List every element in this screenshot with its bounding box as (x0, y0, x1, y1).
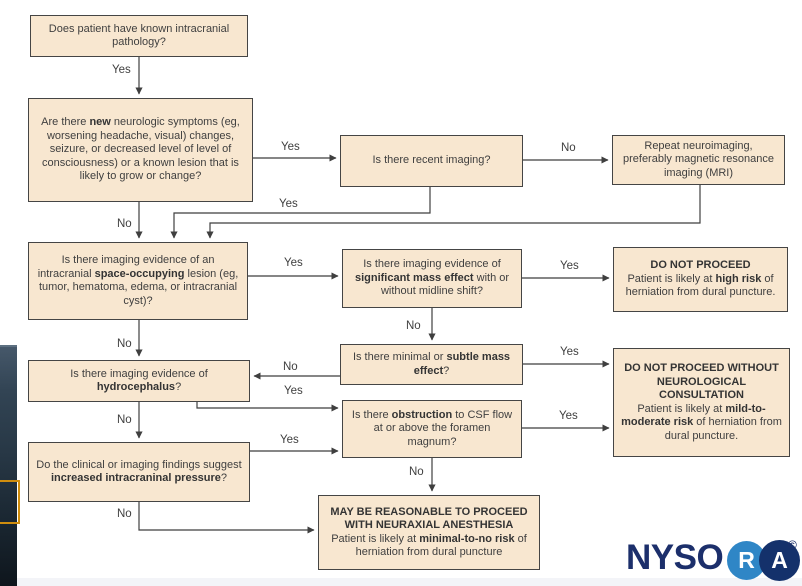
node-known-pathology-question: Does patient have known intracranial pat… (30, 15, 248, 57)
node-text: Is there recent imaging? (372, 154, 491, 167)
nysora-a-circle: A (759, 540, 800, 581)
edge-label-icp-yes: Yes (280, 434, 299, 446)
edge-label-symptoms-yes: Yes (281, 141, 300, 153)
edge-icp-no (138, 502, 315, 534)
node-increased-icp-question: Do the clinical or imaging findings sugg… (28, 442, 250, 502)
copyright-icon: © (788, 538, 797, 552)
node-do-not-proceed-without-consultation: DO NOT PROCEED WITHOUT NEUROLOGICAL CONS… (613, 348, 790, 457)
node-csf-obstruction-question: Is there obstruction to CSF flow at or a… (342, 400, 522, 458)
edge-label-symptoms-no: No (117, 218, 132, 230)
highlight-rectangle (0, 480, 20, 524)
edge-label-hydro-no: No (117, 414, 132, 426)
node-text: Does patient have known intracranial pat… (48, 22, 230, 49)
edge-label-subtle-yes: Yes (560, 346, 579, 358)
node-space-occupying-lesion-question: Is there imaging evidence of an intracra… (28, 242, 248, 320)
node-recent-imaging-question: Is there recent imaging? (340, 135, 523, 187)
node-new-symptoms-question: Are there new neurologic symptoms (eg, w… (28, 98, 253, 202)
edge-hydro-yes (196, 402, 339, 412)
node-text: DO NOT PROCEED WITHOUT NEUROLOGICAL CONS… (621, 362, 782, 442)
node-may-proceed: MAY BE REASONABLE TO PROCEED WITH NEURAX… (318, 495, 540, 570)
edge-label-obstruction-yes: Yes (559, 410, 578, 422)
nysora-wordmark: NYSO (626, 538, 724, 577)
node-text: Do the clinical or imaging findings sugg… (36, 458, 242, 485)
edge-label-obstruction-no: No (409, 466, 424, 478)
node-hydrocephalus-question: Is there imaging evidence of hydrocephal… (28, 360, 250, 402)
edge-label-hydro-yes: Yes (284, 385, 303, 397)
node-text: Is there minimal or subtle mass effect? (352, 351, 511, 377)
node-text: Is there imaging evidence of an intracra… (37, 254, 239, 307)
edge-label-masseffect-yes: Yes (560, 260, 579, 272)
node-text: Repeat neuroimaging, preferably magnetic… (622, 139, 775, 179)
node-text: Is there imaging evidence of significant… (354, 258, 510, 298)
edge-label-recent-yes: Yes (279, 198, 298, 210)
edge-repeat-out (206, 185, 701, 239)
edge-label-lesion-no: No (117, 338, 132, 350)
edge-recent-yes (170, 187, 431, 239)
node-text: Is there obstruction to CSF flow at or a… (351, 408, 513, 448)
node-text: Is there imaging evidence of hydrocephal… (70, 367, 208, 394)
background-window-strip (0, 345, 20, 586)
bottom-edge-strip (17, 578, 802, 586)
edge-label-masseffect-no: No (406, 320, 421, 332)
node-repeat-neuroimaging: Repeat neuroimaging, preferably magnetic… (612, 135, 785, 185)
edge-label-icp-no: No (117, 508, 132, 520)
edge-label-subtle-no: No (283, 361, 298, 373)
node-subtle-mass-effect-question: Is there minimal or subtle mass effect? (340, 344, 523, 385)
edge-label-recent-no: No (561, 142, 576, 154)
node-text: MAY BE REASONABLE TO PROCEED WITH NEURAX… (330, 505, 528, 559)
node-text: Are there new neurologic symptoms (eg, w… (41, 116, 240, 183)
node-significant-mass-effect-question: Is there imaging evidence of significant… (342, 249, 522, 308)
edge-label-pathology-yes: Yes (112, 64, 131, 76)
edge-label-lesion-yes: Yes (284, 257, 303, 269)
nysora-logo: NYSO R A © (624, 536, 802, 584)
